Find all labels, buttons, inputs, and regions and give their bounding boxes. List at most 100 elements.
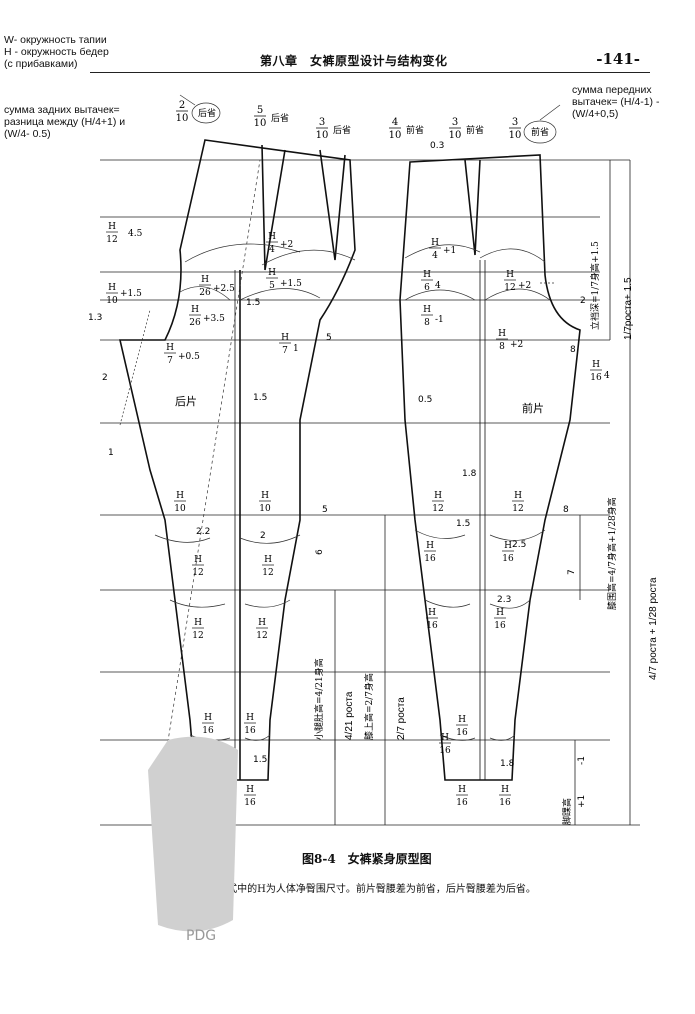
- frac-den: 10: [254, 118, 267, 129]
- svg-text:H: H: [592, 360, 600, 370]
- offset: +0.5: [178, 352, 200, 362]
- frac-den: 10: [509, 130, 522, 141]
- frac-num: 4: [392, 117, 398, 128]
- frac-num: 2: [179, 100, 185, 111]
- note-knee: 2/7 роста: [396, 697, 407, 740]
- note-calf: 4/21 роста: [344, 691, 355, 740]
- svg-text:10: 10: [174, 504, 186, 514]
- dim-6: -1: [577, 756, 587, 765]
- note-line: вытачек= (H/4-1) -: [572, 96, 660, 108]
- dim-num: 1.8: [462, 469, 477, 479]
- svg-text:H: H: [176, 491, 184, 501]
- note-line: W- окружность тапии: [4, 34, 107, 46]
- watermark-text: PDG: [186, 928, 216, 944]
- dart-label: 后省: [271, 112, 289, 124]
- svg-text:16: 16: [456, 798, 468, 808]
- svg-text:12: 12: [432, 504, 443, 514]
- dim-num: 1.5: [253, 393, 267, 403]
- dim-num: 2.5: [512, 540, 526, 550]
- svg-text:10: 10: [106, 296, 118, 306]
- svg-text:12: 12: [512, 504, 523, 514]
- offset: +2.5: [213, 284, 235, 294]
- dart-label: 前省: [531, 126, 549, 138]
- svg-text:16: 16: [202, 726, 214, 736]
- footnote-text: 图中公式中的H为人体净臀围尺寸。前片臀腰差为前省，后片臀腰差为后省。: [197, 884, 536, 895]
- svg-text:12: 12: [106, 235, 117, 245]
- svg-text:H: H: [261, 491, 269, 501]
- svg-text:8: 8: [424, 318, 430, 328]
- svg-text:H: H: [423, 305, 431, 315]
- svg-text:H: H: [434, 491, 442, 501]
- svg-text:26: 26: [189, 318, 201, 328]
- note-line: сумма передних: [572, 84, 652, 96]
- dim-7: +1: [577, 795, 587, 808]
- dart-label: 前省: [466, 124, 484, 136]
- svg-text:26: 26: [199, 288, 211, 298]
- dim-num: 1.5: [456, 519, 470, 529]
- svg-text:H: H: [281, 333, 289, 343]
- svg-text:H: H: [458, 715, 466, 725]
- dim-num: 5: [326, 333, 332, 343]
- dim-num: 2: [102, 373, 108, 383]
- note-hip-len: 4/7 роста + 1/28 роста: [648, 577, 659, 680]
- dim-num: 0.5: [418, 395, 432, 405]
- watermark-seal: PDG: [148, 736, 238, 944]
- note-line: (W/4- 0.5): [4, 128, 51, 140]
- svg-text:16: 16: [244, 798, 256, 808]
- svg-text:H: H: [246, 713, 254, 723]
- svg-text:5: 5: [269, 281, 275, 291]
- dim-num: 2: [260, 531, 266, 541]
- svg-text:10: 10: [259, 504, 271, 514]
- svg-text:H: H: [268, 268, 276, 278]
- dart-label: 后省: [198, 107, 216, 119]
- label-rise: 立裆深=1/7身高+1.5: [589, 241, 601, 330]
- label-knee: 膝上高=2/7身高: [363, 673, 375, 740]
- offset: 4: [435, 281, 441, 291]
- svg-text:7: 7: [167, 356, 173, 366]
- frac-num: 3: [319, 117, 325, 128]
- svg-text:12: 12: [504, 283, 515, 293]
- dart-label: 后省: [333, 124, 351, 136]
- svg-text:H: H: [504, 541, 512, 551]
- offset: +2: [280, 240, 293, 250]
- frac-den: 10: [449, 130, 462, 141]
- svg-text:16: 16: [494, 621, 506, 631]
- offset: 4.5: [128, 229, 143, 239]
- dim-num: 2: [580, 296, 586, 306]
- svg-text:H: H: [166, 343, 174, 353]
- svg-text:H: H: [514, 491, 522, 501]
- dim-num: 8: [570, 345, 576, 355]
- note-front-darts: сумма передних вытачек= (H/4-1) - (W/4+0…: [572, 84, 659, 120]
- page-number: -141-: [596, 50, 640, 68]
- offset: +1: [443, 246, 456, 256]
- label-hem: 脚踝高: [561, 798, 573, 825]
- label-calf: 小腿肚高=4/21身高: [313, 658, 325, 740]
- dim-num: 1.3: [88, 313, 102, 323]
- offset: +2: [518, 281, 531, 291]
- svg-text:6: 6: [424, 283, 430, 293]
- dim-num: 2.3: [497, 595, 511, 605]
- svg-text:H: H: [264, 555, 272, 565]
- svg-text:H: H: [428, 608, 436, 618]
- offset: 1: [293, 344, 299, 354]
- note-line: H - окружность бедер: [4, 46, 109, 58]
- svg-text:H: H: [194, 555, 202, 565]
- svg-text:H: H: [441, 733, 449, 743]
- chapter-title: 第八章 女裤原型设计与结构变化: [260, 54, 448, 68]
- svg-text:H: H: [506, 270, 514, 280]
- svg-text:4: 4: [269, 245, 275, 255]
- dim-num: 1.5: [246, 298, 260, 308]
- frac-num: 3: [452, 117, 458, 128]
- svg-text:16: 16: [590, 373, 602, 383]
- dim-num: 2.2: [196, 527, 210, 537]
- note-rise: 1/7роста+ 1.5: [623, 277, 634, 340]
- dim-num: 1: [108, 448, 114, 458]
- svg-text:8: 8: [499, 342, 505, 352]
- page-header: 第八章 女裤原型设计与结构变化 -141-: [90, 50, 650, 73]
- note-back-darts: сумма задних вытачек= разница между (H/4…: [4, 104, 125, 140]
- note-line: (с прибавками): [4, 58, 78, 70]
- note-line: сумма задних вытачек=: [4, 104, 120, 116]
- svg-text:16: 16: [426, 621, 438, 631]
- svg-text:H: H: [201, 275, 209, 285]
- svg-text:16: 16: [439, 746, 451, 756]
